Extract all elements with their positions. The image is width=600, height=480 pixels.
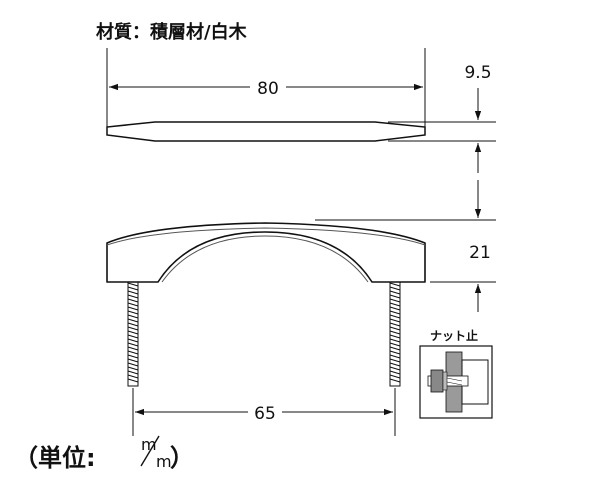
height-dimension: 21 (469, 180, 491, 312)
unit-numerator: m (141, 435, 157, 454)
dim-thickness: 9.5 (464, 63, 491, 83)
top-view-outline (106, 121, 426, 142)
unit-prefix: （単位: (14, 444, 96, 472)
front-view (106, 219, 496, 387)
dim-pitch: 65 (254, 404, 276, 424)
pitch-dimension: 65 (132, 388, 396, 436)
top-view: 80 (106, 48, 496, 142)
handle-outline (106, 222, 426, 283)
thickness-dimension: 9.5 (464, 63, 492, 173)
unit-label: （単位: m m ） (14, 435, 194, 472)
dim-height: 21 (469, 243, 491, 263)
nut-detail-label: ナット止 (430, 328, 478, 343)
washer-icon (442, 371, 448, 391)
unit-suffix: ） (170, 444, 194, 472)
nut-detail: ナット止 (419, 328, 493, 419)
material-title: 材質：積層材/白木 (96, 21, 248, 43)
dim-length: 80 (257, 79, 279, 99)
nut-icon (430, 369, 444, 393)
unit-denominator: m (156, 452, 172, 471)
